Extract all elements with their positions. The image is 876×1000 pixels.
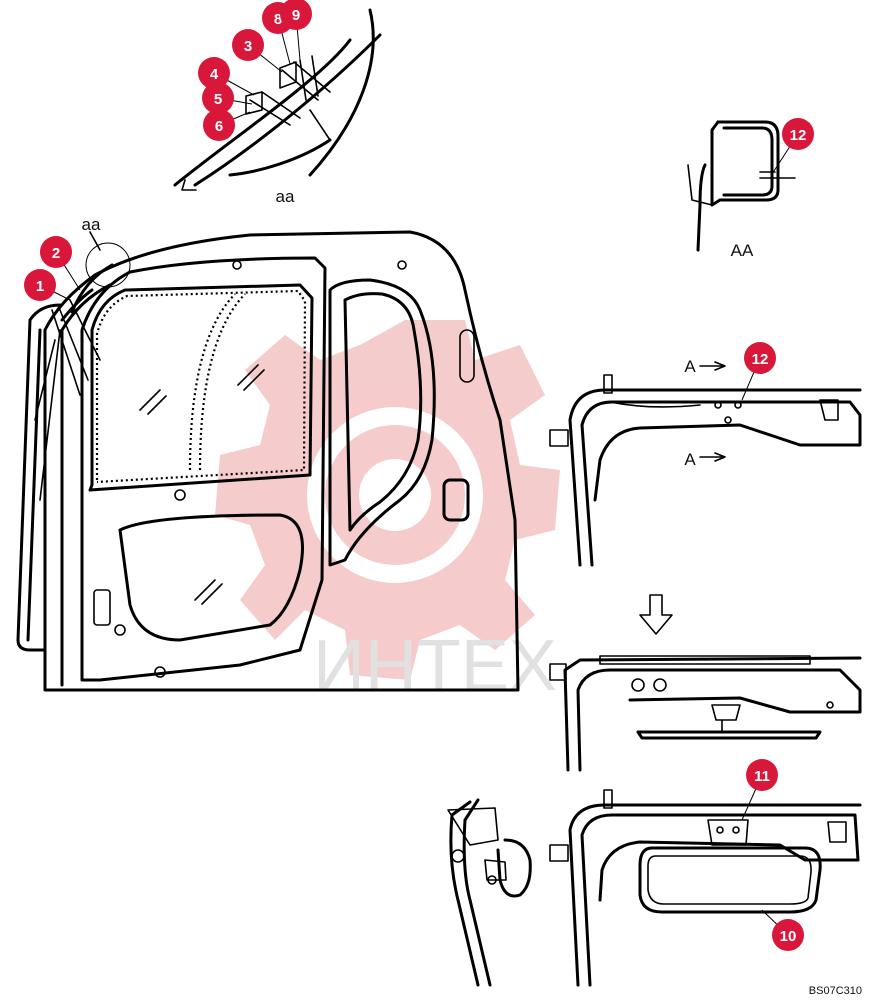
callout-11: 11	[741, 759, 778, 821]
svg-text:5: 5	[214, 91, 222, 108]
callout-4: 4	[198, 57, 255, 96]
callout-badges: 1 2 3 4 5 6 8	[24, 0, 814, 951]
callout-12-assembly: 12	[741, 342, 776, 401]
svg-text:10: 10	[780, 928, 797, 945]
drawing-code: BS07C310	[809, 985, 862, 997]
svg-text:9: 9	[292, 7, 300, 24]
callout-5: 5	[202, 82, 253, 114]
mirror-mount-view-2	[549, 655, 862, 772]
cab-drawing	[16, 230, 520, 692]
arrow-a-bottom-label: A	[684, 450, 696, 469]
callout-10: 10	[761, 909, 804, 951]
mirror-mount-view-1	[549, 361, 862, 567]
mirror-mount-view-3	[549, 789, 862, 987]
svg-text:6: 6	[215, 118, 223, 135]
svg-text:4: 4	[210, 66, 219, 83]
detail-aa-drawing	[173, 8, 382, 191]
section-aa-label: AA	[731, 241, 754, 260]
watermark-logo: ИНТЕХ	[215, 320, 560, 706]
svg-text:2: 2	[52, 245, 60, 262]
svg-text:8: 8	[274, 11, 282, 28]
section-aa-drawing	[687, 120, 796, 252]
callout-9: 9	[280, 0, 312, 61]
watermark-text: ИНТЕХ	[313, 626, 557, 706]
svg-text:1: 1	[36, 278, 44, 295]
down-arrow-icon	[639, 594, 673, 635]
svg-text:12: 12	[790, 127, 807, 144]
callout-12-section: 12	[771, 118, 814, 175]
arrow-a-top-label: A	[684, 357, 696, 376]
mirror-side-view	[447, 798, 532, 987]
cab-aa-callout-label: aa	[82, 215, 101, 234]
svg-text:12: 12	[752, 351, 769, 368]
callout-1: 1	[24, 269, 71, 301]
callout-2: 2	[40, 236, 81, 291]
svg-text:3: 3	[244, 38, 252, 55]
callout-3: 3	[232, 29, 283, 73]
detail-aa-label: aa	[276, 187, 295, 206]
callout-6: 6	[203, 109, 251, 141]
svg-text:11: 11	[754, 768, 770, 785]
